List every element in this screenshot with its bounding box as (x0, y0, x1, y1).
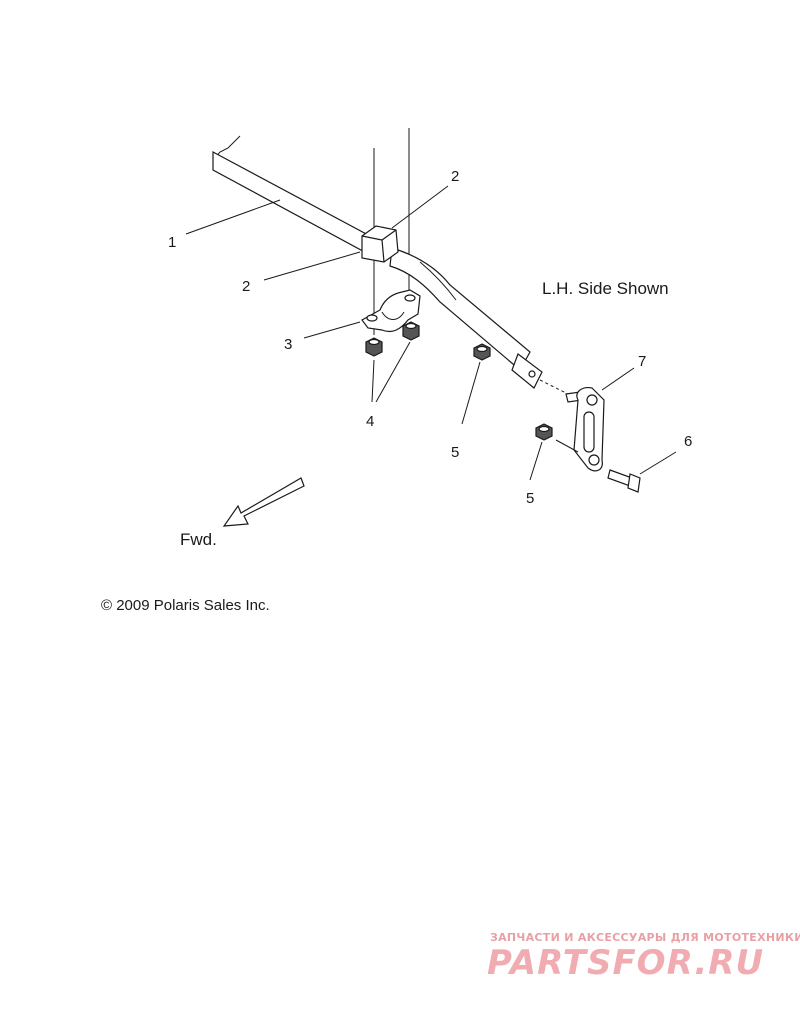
callout-6: 6 (684, 433, 692, 450)
callout-2-upper: 2 (451, 168, 459, 185)
forward-arrow-icon (222, 477, 305, 527)
leader-2-lower (263, 251, 361, 281)
callout-1: 1 (168, 234, 176, 251)
side-note: L.H. Side Shown (542, 279, 669, 298)
copyright: © 2009 Polaris Sales Inc. (101, 597, 270, 614)
watermark-tagline: ЗАПЧАСТИ И АКСЕССУАРЫ ДЛЯ МОТОТЕХНИКИ (490, 931, 800, 944)
callout-4: 4 (366, 413, 374, 430)
bracket-nut-right (402, 321, 420, 341)
bracket-nut-left (365, 337, 383, 357)
callout-3: 3 (284, 336, 292, 353)
leader-5-lower (529, 441, 543, 481)
stabilizer-link (539, 379, 605, 472)
callout-5-upper: 5 (451, 444, 459, 461)
leader-4-right (375, 341, 411, 403)
leader-3 (303, 321, 361, 339)
callout-7: 7 (638, 353, 646, 370)
leader-4-left (371, 359, 375, 403)
bushing-bracket (361, 289, 421, 333)
leader-2-upper (391, 185, 449, 229)
leader-7 (601, 367, 635, 391)
callout-2-lower: 2 (242, 278, 250, 295)
callout-5-lower: 5 (526, 490, 534, 507)
forward-label: Fwd. (180, 530, 217, 549)
link-bolt (607, 469, 641, 493)
bushing (361, 225, 399, 263)
watermark-logo: PARTSFOR.RU (487, 943, 764, 983)
link-nut-lower (535, 423, 553, 441)
leader-6 (639, 451, 677, 475)
leader-1 (185, 199, 281, 235)
leader-5-upper (461, 361, 481, 425)
link-nut-upper (473, 343, 491, 361)
